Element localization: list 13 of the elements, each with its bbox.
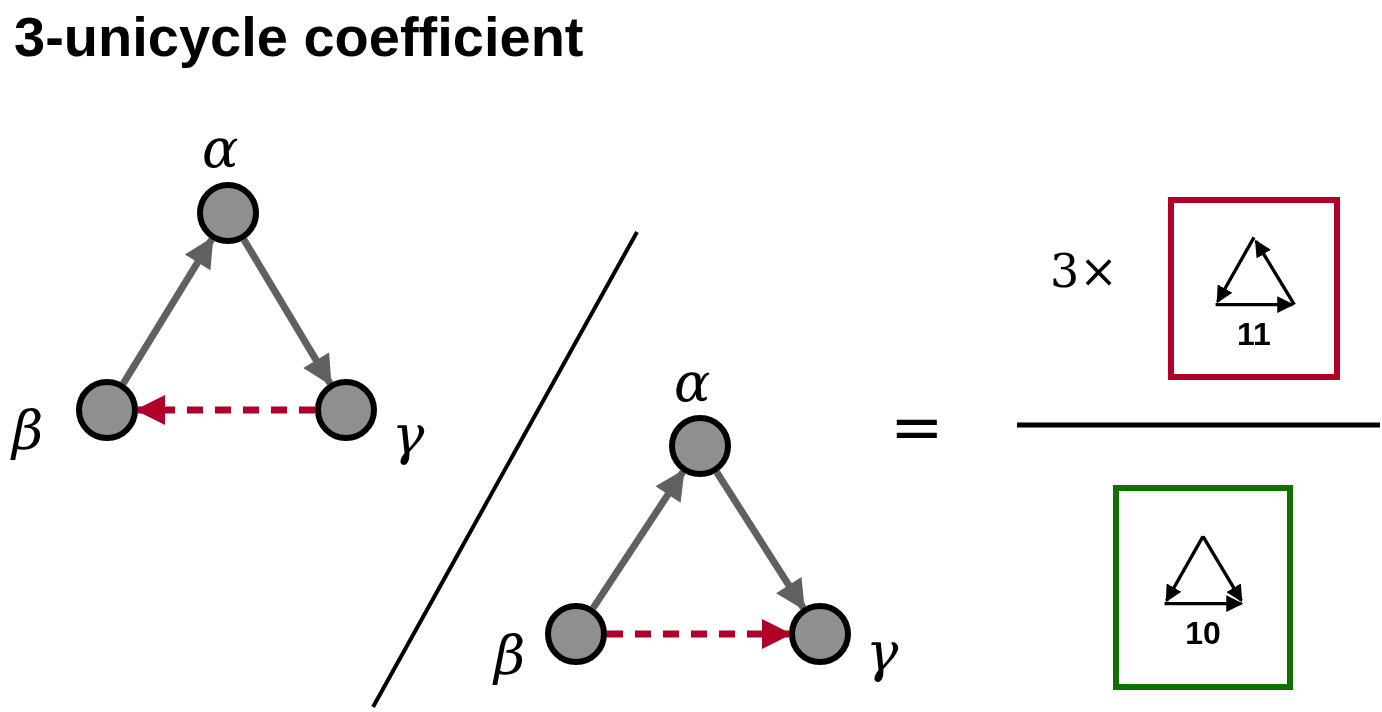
node-label: γ: [391, 405, 426, 468]
equals-sign: =: [890, 395, 944, 459]
node-label: β: [491, 625, 527, 688]
node-label: γ: [865, 622, 900, 685]
motif-count: 11: [1237, 317, 1271, 350]
motif-box: [1168, 197, 1340, 380]
node-label: β: [9, 400, 45, 463]
multiplier-label: 3×: [1050, 248, 1118, 294]
node-label: α: [201, 118, 240, 181]
motif-count: 10: [1185, 616, 1221, 649]
motif-box: [1113, 485, 1293, 690]
node-label: α: [673, 352, 712, 415]
title: 3-unicycle coefficient: [14, 4, 584, 70]
